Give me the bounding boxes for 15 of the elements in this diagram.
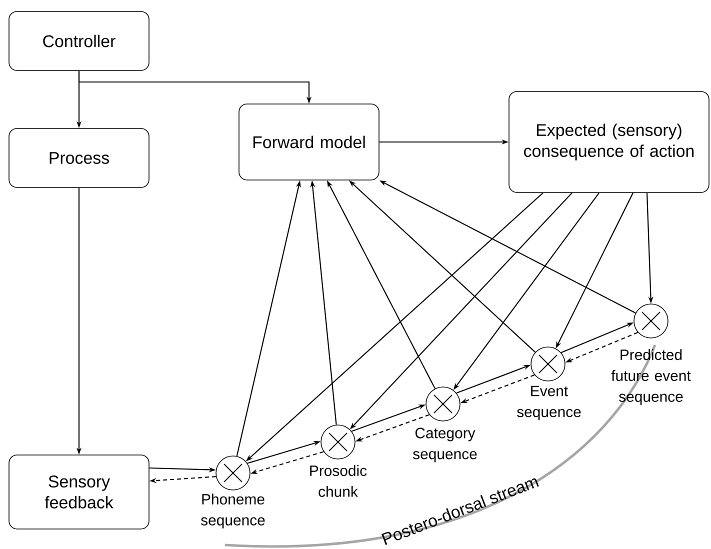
process-box: Forward model bbox=[238, 104, 380, 180]
node-caption: Prosodic chunk bbox=[310, 465, 367, 497]
process-box: Sensory feedback bbox=[8, 454, 150, 530]
multiplier-circle bbox=[634, 304, 668, 338]
multiplier-circle bbox=[320, 424, 356, 460]
node-caption: Event sequence bbox=[517, 386, 581, 420]
process-box: Controller bbox=[8, 11, 150, 71]
process-box: Expected (sensory) consequence of action bbox=[508, 91, 710, 193]
process-box: Process bbox=[8, 128, 150, 188]
multiplier-circle bbox=[530, 346, 566, 382]
node-caption: Phoneme sequence bbox=[201, 494, 265, 528]
node-caption: Predicted future event sequence bbox=[611, 349, 691, 405]
multiplier-circle bbox=[426, 386, 460, 422]
node-caption: Category sequence bbox=[413, 428, 477, 462]
multiplier-circle bbox=[216, 456, 250, 490]
